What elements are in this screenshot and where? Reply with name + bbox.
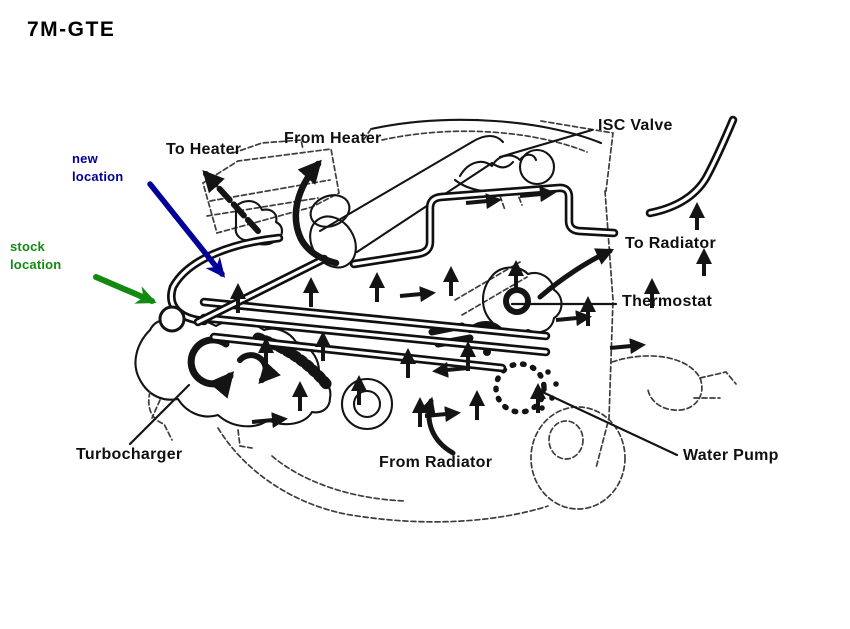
label-from-radiator: From Radiator: [379, 454, 493, 471]
label-isc-valve: ISC Valve: [598, 117, 673, 134]
water-pump-leader: [534, 387, 679, 457]
idler-pulley: [340, 377, 394, 431]
label-water-pump: Water Pump: [683, 447, 779, 464]
water-pump-body: [493, 361, 559, 415]
label-from-heater: From Heater: [284, 130, 382, 147]
oil-pan: [147, 391, 549, 523]
stock-location-arrow: [93, 274, 157, 304]
annotation-stock-location: stock location: [10, 239, 62, 272]
label-thermostat: Thermostat: [622, 293, 713, 310]
engine-block-edge: [540, 120, 614, 469]
to-heater-arrow: [202, 170, 261, 234]
annotation-new-location: new location: [72, 151, 124, 184]
label-to-heater: To Heater: [166, 141, 242, 158]
page-title: 7M-GTE: [27, 18, 116, 41]
crank-pulley: [530, 406, 626, 510]
label-to-radiator: To Radiator: [625, 235, 717, 252]
from-radiator-arrow: [418, 396, 456, 456]
isc-valve-leader: [498, 128, 594, 159]
turbocharger-leader: [128, 383, 191, 446]
to-radiator-arrow: [537, 248, 615, 300]
engine-outline-sketch: [134, 118, 737, 523]
annotation-arrows: [93, 181, 226, 304]
engine-mount: [611, 355, 737, 411]
stock-location-port: [158, 305, 186, 333]
new-location-arrow: [147, 181, 226, 278]
component-callouts: [128, 128, 679, 457]
from-heater-hose: [292, 159, 340, 267]
coolant-hoses: [167, 115, 738, 373]
label-turbocharger: Turbocharger: [76, 446, 183, 463]
